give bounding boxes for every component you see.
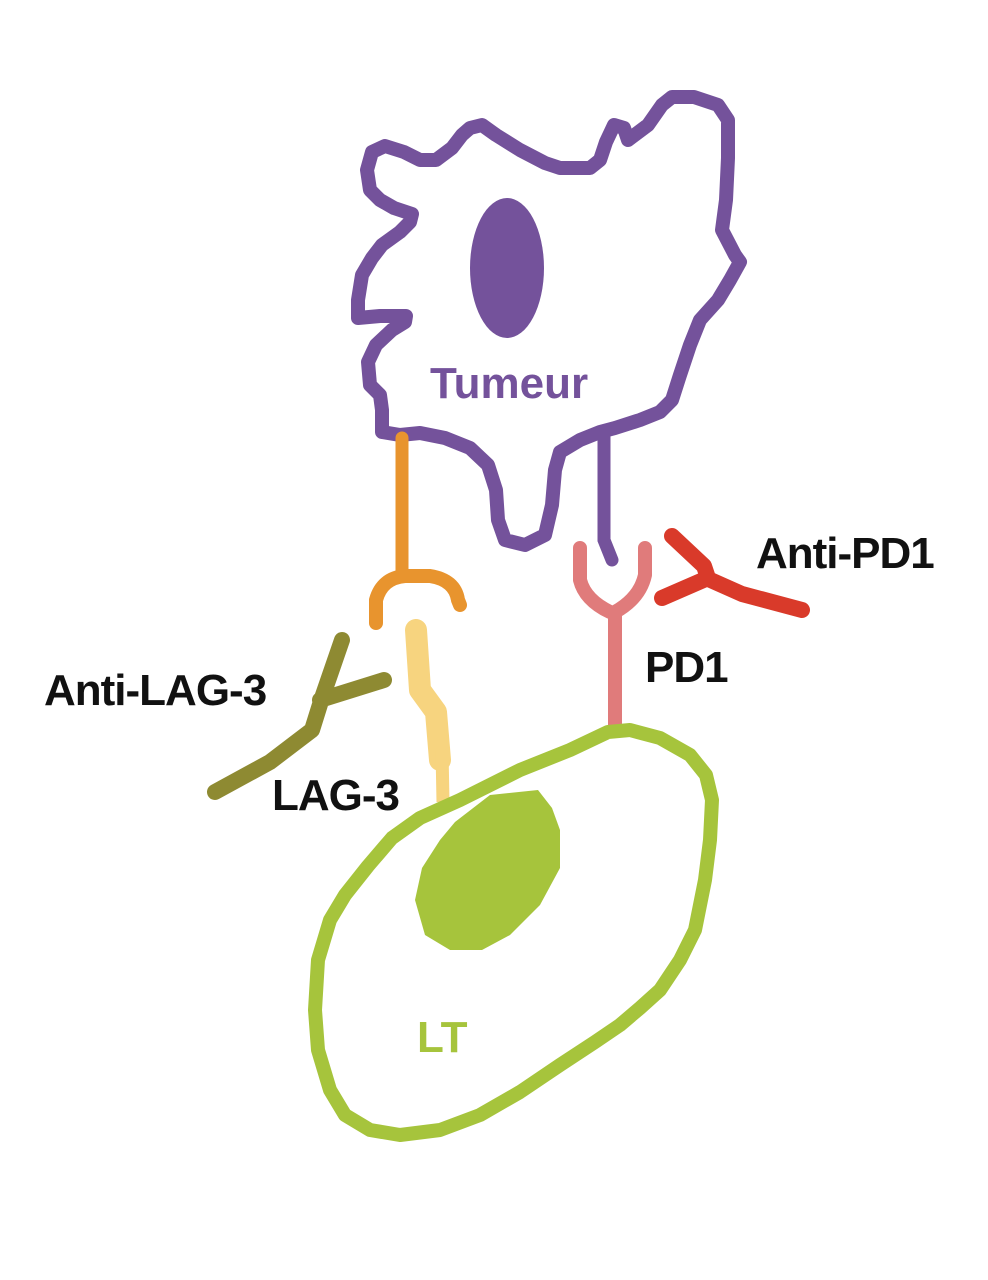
t-cell-nucleus (415, 790, 560, 950)
pd1-label: PD1 (645, 643, 728, 692)
mhc-cup (369, 569, 467, 630)
tumor-label: Tumeur (430, 359, 588, 408)
lag3-base (435, 749, 450, 803)
tumor-pdl1-stalk (597, 428, 619, 567)
lag3-receptor (405, 619, 451, 771)
anti-lag3-antibody (207, 632, 392, 800)
anti-lag3-label: Anti-LAG-3 (44, 666, 266, 715)
tumor-cell-outline (351, 90, 747, 552)
anti-pd1-antibody (654, 528, 810, 618)
tumor-nucleus (470, 198, 544, 338)
anti-pd1-label: Anti-PD1 (756, 529, 934, 578)
pd1-receptor (573, 541, 652, 735)
t-cell-outline (308, 723, 719, 1142)
t-cell-label: LT (417, 1013, 468, 1062)
lag3-label: LAG-3 (272, 771, 399, 820)
